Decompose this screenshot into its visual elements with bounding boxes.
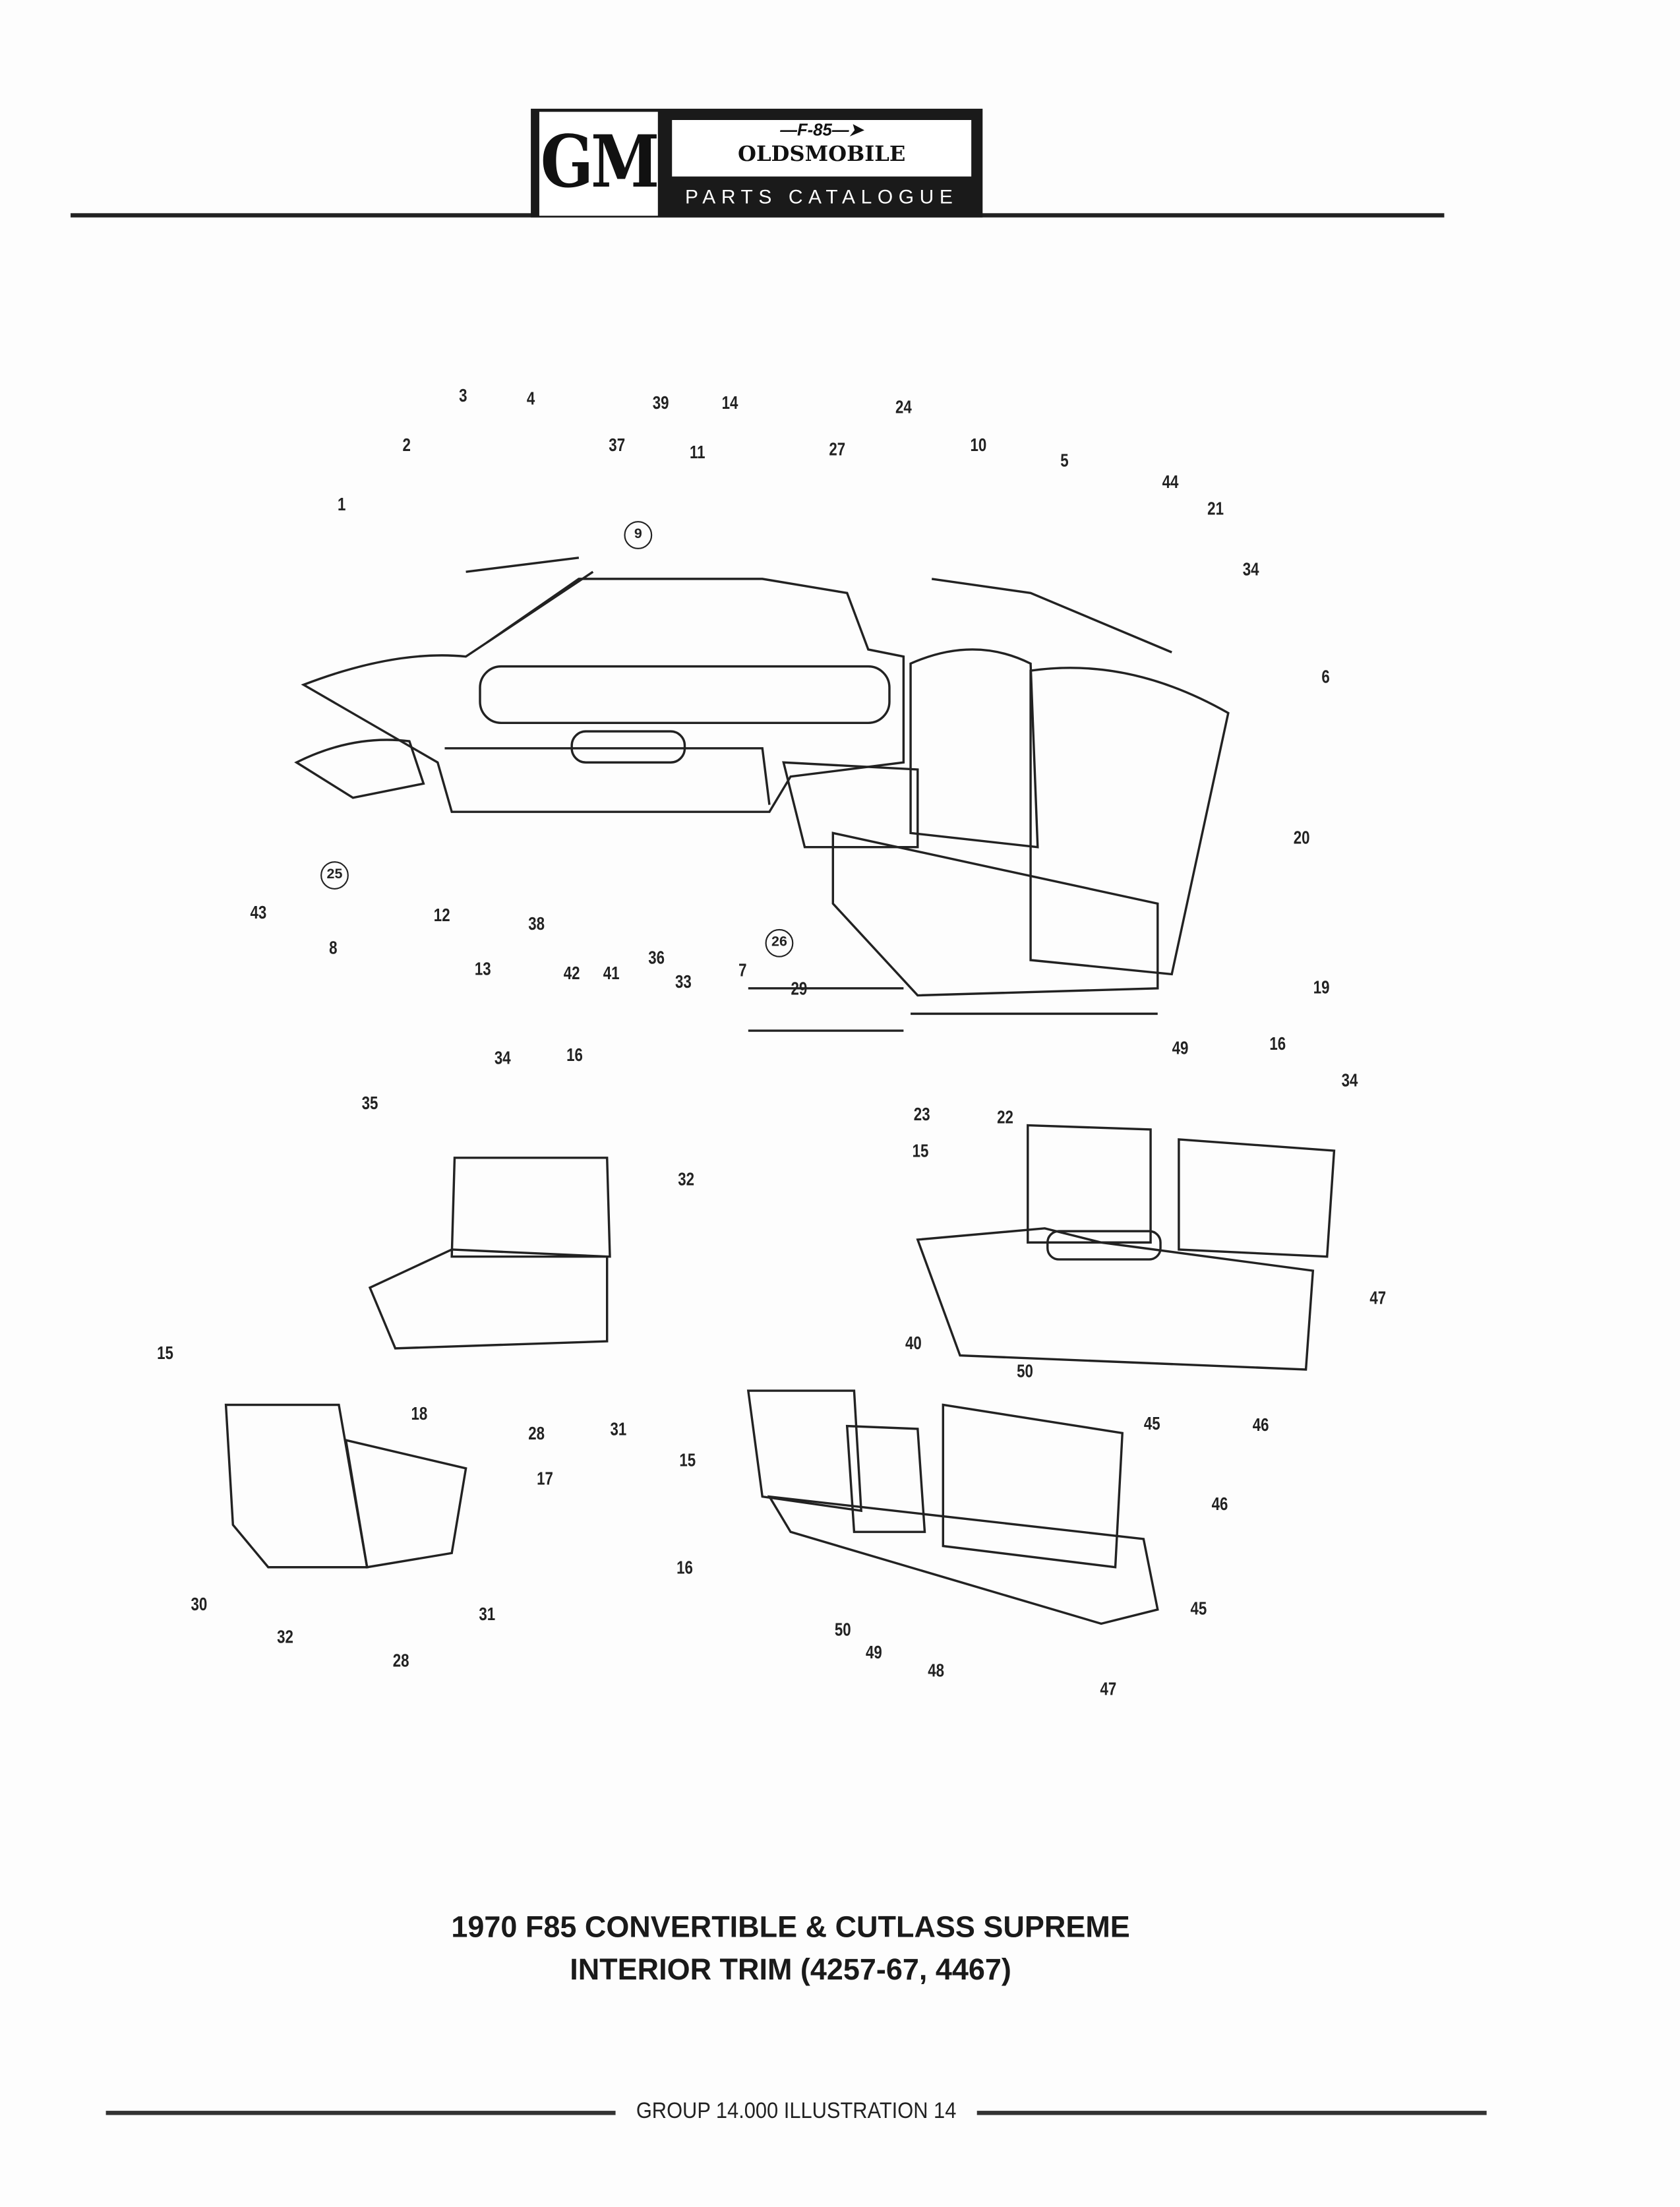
callout-number: 15 (912, 1140, 929, 1162)
circled-reference: 25 (320, 861, 349, 890)
callout-number: 45 (1143, 1412, 1160, 1434)
callout-number: 36 (648, 946, 665, 968)
illustration-title: 1970 F85 CONVERTIBLE & CUTLASS SUPREME (451, 1912, 1130, 1945)
callout-number: 14 (721, 392, 738, 413)
callout-number: 17 (537, 1467, 553, 1489)
callout-number: 7 (738, 959, 747, 981)
callout-number: 29 (791, 977, 808, 999)
callout-number: 37 (609, 434, 626, 456)
circled-reference: 26 (765, 928, 794, 957)
footer-rule-right (976, 2110, 1487, 2115)
callout-number: 50 (834, 1618, 851, 1641)
callout-number: 16 (1269, 1033, 1286, 1054)
callout-number: 48 (928, 1659, 945, 1681)
callout-number: 32 (678, 1168, 695, 1190)
callout-number: 41 (603, 962, 620, 984)
bucket-seat-drawing (224, 1157, 611, 1569)
callout-number: 1 (337, 493, 346, 515)
callout-number: 32 (277, 1625, 293, 1647)
callout-number: 6 (1321, 665, 1330, 687)
callout-number: 34 (1341, 1069, 1358, 1091)
split-bench-drawing (746, 1389, 1159, 1625)
callout-number: 49 (866, 1641, 882, 1663)
callout-number: 20 (1293, 826, 1310, 848)
callout-number: 15 (157, 1342, 173, 1364)
callout-number: 18 (411, 1403, 428, 1424)
callout-number: 46 (1211, 1493, 1228, 1515)
rear-seat-drawing (782, 648, 1230, 997)
callout-number: 50 (1017, 1360, 1033, 1382)
callout-number: 12 (433, 904, 450, 926)
oldsmobile-wordmark: OLDSMOBILE (737, 141, 906, 167)
callout-number: 47 (1369, 1286, 1387, 1308)
footer-group-illustration: GROUP 14.000 ILLUSTRATION 14 (636, 2099, 957, 2124)
oldsmobile-logo-box: —F-85—➤ OLDSMOBILE (672, 120, 972, 177)
callout-number: 13 (474, 957, 491, 979)
callout-number: 47 (1100, 1678, 1117, 1699)
callout-number: 39 (652, 392, 669, 413)
callout-number: 22 (997, 1106, 1013, 1128)
callout-number: 24 (895, 396, 912, 417)
gm-parts-catalogue-logo: GM —F-85—➤ OLDSMOBILE PARTS CATALOGUE (531, 108, 983, 218)
callout-number: 27 (829, 438, 846, 460)
f85-arrow-logo: —F-85—➤ (780, 120, 864, 140)
callout-number: 42 (563, 962, 580, 984)
callout-number: 44 (1162, 471, 1179, 493)
callout-number: 8 (329, 936, 338, 958)
callout-number: 15 (679, 1449, 696, 1471)
callout-number: 28 (392, 1649, 409, 1672)
callout-number: 31 (610, 1418, 627, 1439)
page-footer: GROUP 14.000 ILLUSTRATION 14 (105, 2096, 1487, 2129)
parts-catalogue-label: PARTS CATALOGUE (684, 185, 959, 208)
circled-reference: 9 (624, 521, 653, 549)
callout-number: 28 (528, 1422, 545, 1444)
callout-number: 38 (528, 913, 545, 934)
callout-number: 43 (250, 901, 267, 923)
callout-number: 35 (361, 1092, 378, 1114)
callout-number: 49 (1172, 1037, 1189, 1058)
callout-number: 33 (675, 971, 692, 992)
door-panel-drawing (294, 557, 1172, 1032)
callout-number: 34 (494, 1046, 511, 1068)
callout-number: 34 (1242, 558, 1259, 580)
callout-number: 19 (1313, 976, 1330, 998)
callout-number: 45 (1190, 1597, 1207, 1619)
bench-seat-drawing (916, 1124, 1336, 1371)
callout-number: 46 (1252, 1414, 1269, 1436)
callout-number: 16 (566, 1044, 583, 1066)
callout-number: 10 (970, 434, 987, 456)
callout-number: 31 (479, 1603, 496, 1625)
gm-logo-text: GM (539, 111, 659, 216)
callout-number: 4 (526, 387, 535, 409)
callout-number: 3 (459, 384, 467, 406)
illustration-subtitle: INTERIOR TRIM (4257-67, 4467) (570, 1954, 1011, 1987)
callout-number: 2 (402, 434, 411, 456)
callout-number: 11 (689, 441, 705, 463)
footer-rule-left (105, 2110, 616, 2115)
callout-number: 30 (191, 1593, 208, 1615)
callout-number: 40 (905, 1332, 922, 1354)
callout-number: 21 (1207, 497, 1224, 519)
callout-number: 23 (913, 1103, 930, 1125)
callout-number: 5 (1060, 449, 1069, 471)
callout-number: 16 (676, 1556, 693, 1578)
